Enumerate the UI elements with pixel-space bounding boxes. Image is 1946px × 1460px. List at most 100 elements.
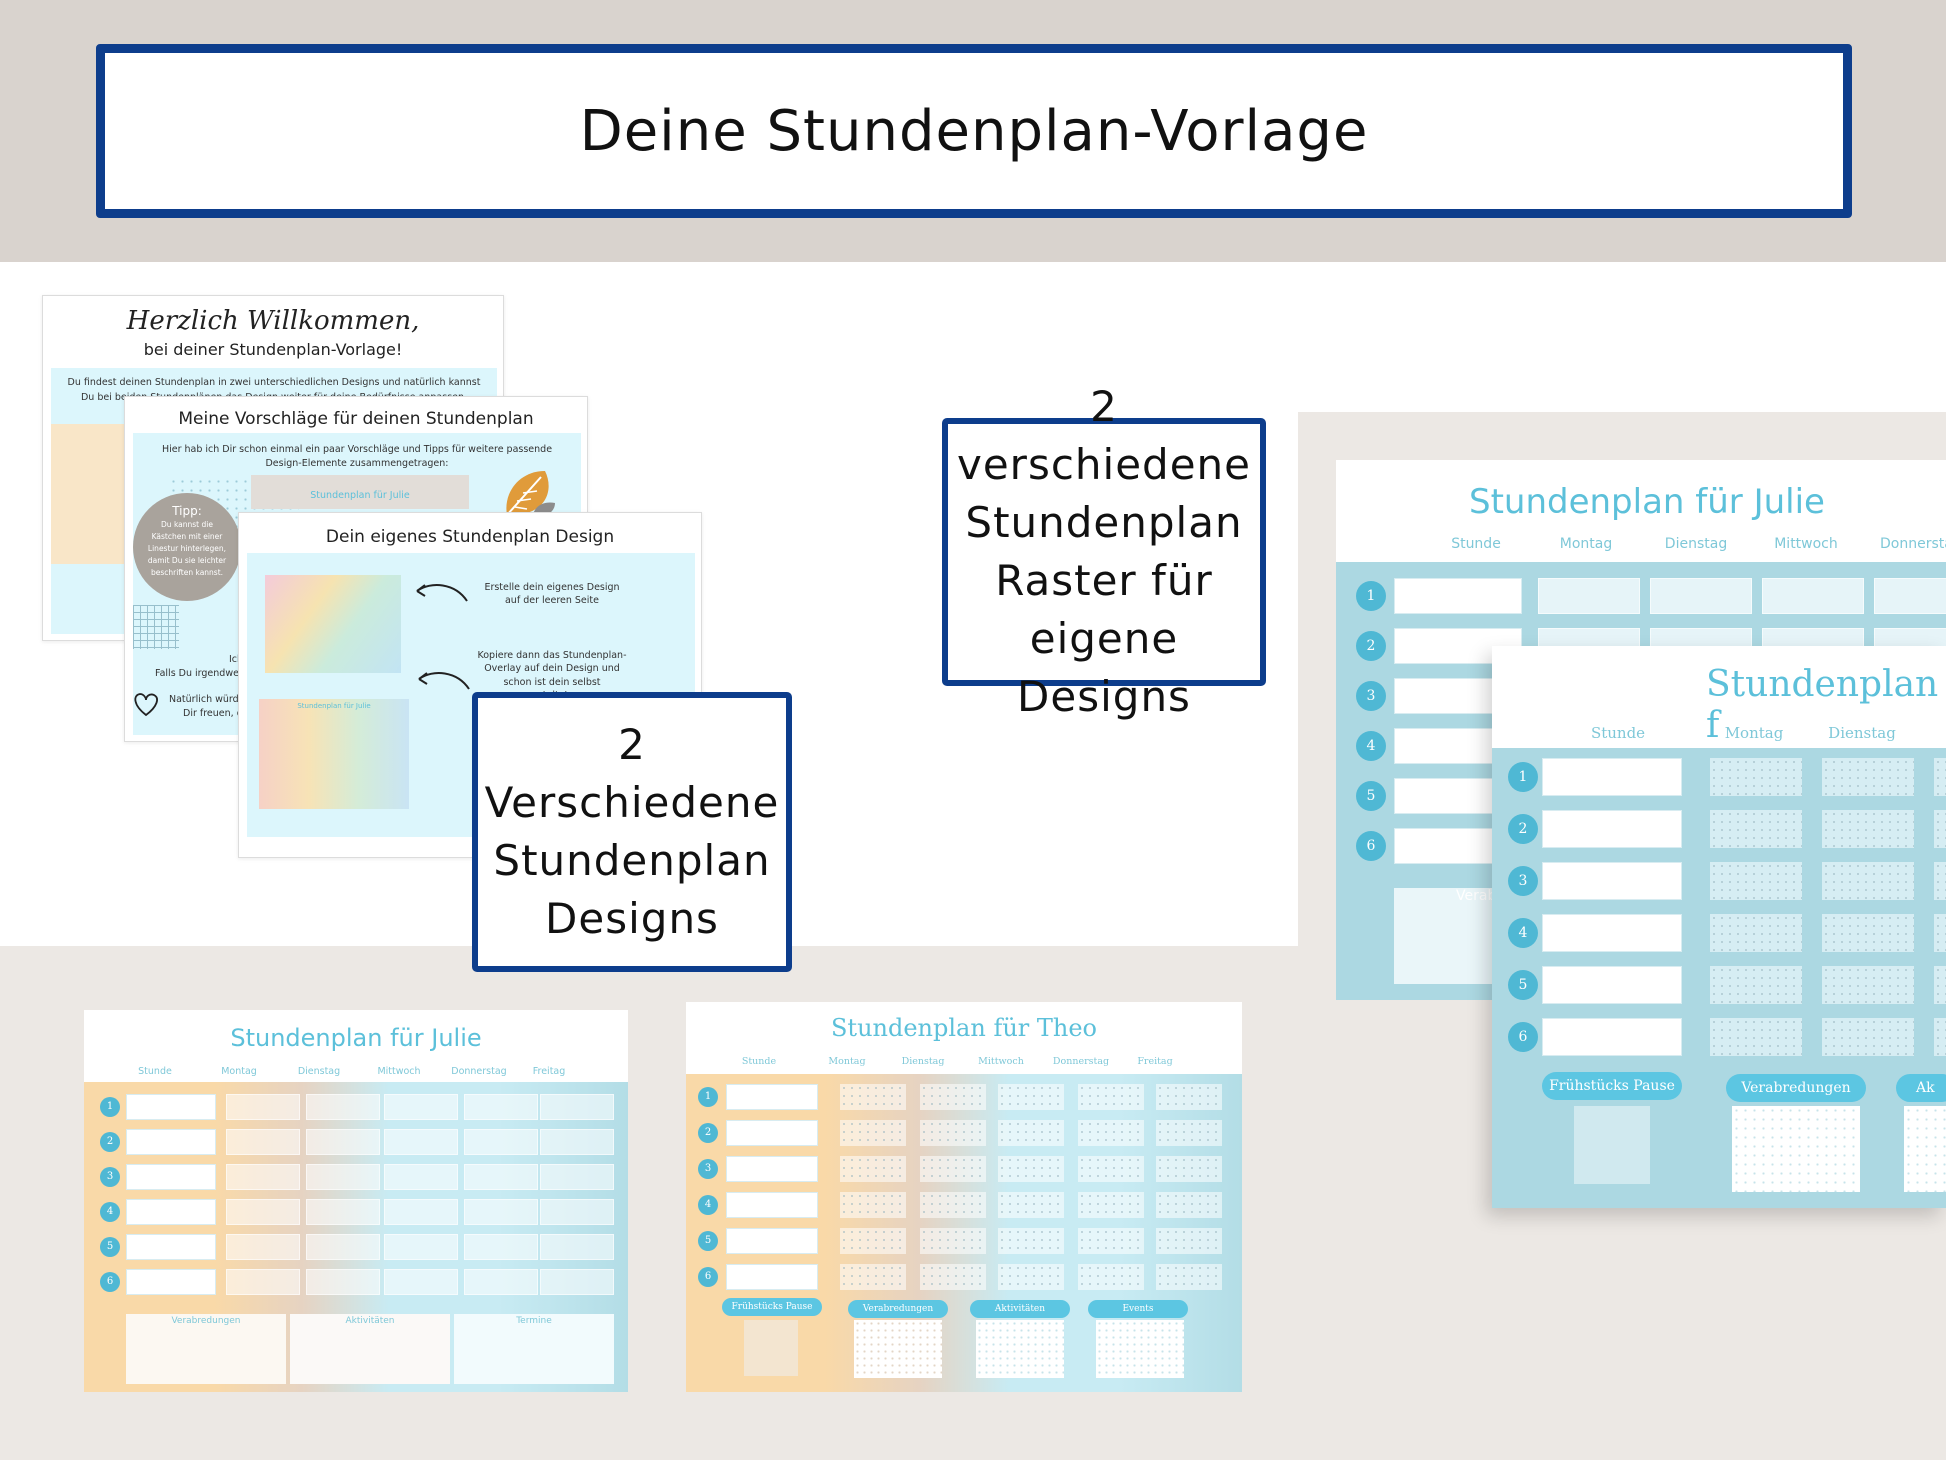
grid-pattern (133, 605, 179, 649)
welcome-subtitle: bei deiner Stundenplan-Vorlage! (143, 340, 403, 359)
theo-pill-pause: Frühstücks Pause (722, 1298, 822, 1316)
julie-cell-2-1 (226, 1129, 300, 1155)
theo-cell-5-3 (998, 1228, 1064, 1254)
theo-hour-slot-4 (726, 1192, 818, 1218)
julie-row-number-6: 6 (100, 1272, 120, 1292)
suggestions-fragment-4: Dir freuen, de (183, 708, 249, 719)
theo-cell-1-2 (920, 1084, 986, 1110)
theo-cell-3-5 (1156, 1156, 1222, 1182)
julie-footer-verabredungen: Verabredungen (171, 1316, 241, 1326)
raster-front-title: Stundenplan f (1706, 664, 1939, 746)
julie-cell-1-5 (540, 1094, 614, 1120)
raster-front-cell-4-2 (1822, 914, 1914, 952)
theo-cell-4-2 (920, 1192, 986, 1218)
julie-cell-2-4 (464, 1129, 538, 1155)
welcome-intro-line-1: Du findest deinen Stundenplan in zwei un… (67, 377, 481, 388)
raster-front-cell-6-3 (1934, 1018, 1946, 1056)
theo-cell-5-2 (920, 1228, 986, 1254)
tip-circle (133, 493, 241, 601)
julie-hour-slot-3 (126, 1164, 216, 1190)
raster-back-footer-box (1394, 888, 1504, 984)
julie-cell-1-1 (226, 1094, 300, 1120)
theo-cell-6-5 (1156, 1264, 1222, 1290)
raster-back-header-donnerstag: Donnersta (1880, 536, 1946, 552)
julie-cell-4-5 (540, 1199, 614, 1225)
theo-cell-2-1 (840, 1120, 906, 1146)
theo-hour-slot-1 (726, 1084, 818, 1110)
watercolor-background (265, 575, 401, 673)
julie-cell-4-2 (306, 1199, 380, 1225)
theo-cell-2-2 (920, 1120, 986, 1146)
welcome-script-title: Herzlich Willkommen, (126, 306, 420, 336)
raster-back-row-number-3: 3 (1356, 681, 1386, 711)
theo-header-3: Dienstag (901, 1056, 945, 1067)
julie-cell-6-4 (464, 1269, 538, 1295)
julie-cell-1-4 (464, 1094, 538, 1120)
julie-cell-3-1 (226, 1164, 300, 1190)
raster-back-row-number-2: 2 (1356, 631, 1386, 661)
raster-front-cell-6-1 (1710, 1018, 1802, 1056)
raster-front-hour-slot-6 (1542, 1018, 1682, 1056)
julie-cell-3-4 (464, 1164, 538, 1190)
julie-hour-slot-1 (126, 1094, 216, 1120)
raster-back-cell-1-2 (1650, 578, 1752, 614)
julie-cell-5-2 (306, 1234, 380, 1260)
raster-front-row-number-5: 5 (1508, 970, 1538, 1000)
julie-cell-6-1 (226, 1269, 300, 1295)
raster-front-pause-box (1574, 1106, 1650, 1184)
theo-pill-events: Events (1088, 1300, 1188, 1318)
theo-hour-slot-3 (726, 1156, 818, 1182)
suggestions-fragment-1: Ich (229, 654, 244, 665)
raster-back-cell-1-3 (1762, 578, 1864, 614)
raster-front-cell-4-3 (1934, 914, 1946, 952)
julie-footer-termine: Termine (516, 1316, 552, 1326)
julie-header-6: Freitag (532, 1066, 566, 1077)
theo-hour-slot-6 (726, 1264, 818, 1290)
julie-cell-2-2 (306, 1129, 380, 1155)
julie-cell-3-5 (540, 1164, 614, 1190)
raster-front-cell-2-1 (1710, 810, 1802, 848)
julie-header-2: Montag (221, 1066, 257, 1077)
julie-hour-slot-2 (126, 1129, 216, 1155)
raster-front-pill-pause: Frühstücks Pause (1542, 1072, 1682, 1100)
theo-header-2: Montag (828, 1056, 866, 1067)
julie-title: Stundenplan für Julie (230, 1024, 482, 1052)
theo-pause-box (744, 1320, 798, 1376)
raster-front-hour-slot-5 (1542, 966, 1682, 1004)
theo-header-4: Mittwoch (978, 1056, 1024, 1067)
theo-pill-aktivitaeten: Aktivitäten (970, 1300, 1070, 1318)
julie-row-number-4: 4 (100, 1202, 120, 1222)
theo-cell-1-1 (840, 1084, 906, 1110)
theo-header-1: Stunde (741, 1056, 777, 1067)
theo-cell-6-1 (840, 1264, 906, 1290)
julie-cell-1-3 (384, 1094, 458, 1120)
raster-front-hour-slot-4 (1542, 914, 1682, 952)
julie-cell-5-4 (464, 1234, 538, 1260)
theo-events-box (1096, 1320, 1184, 1378)
raster-back-header-mittwoch: Mittwoch (1774, 536, 1838, 552)
raster-back-row-number-6: 6 (1356, 831, 1386, 861)
raster-front-pill-verabredungen: Verabredungen (1726, 1074, 1866, 1102)
raster-back-header-dienstag: Dienstag (1664, 536, 1728, 552)
raster-front-header-stunde: Stunde (1590, 724, 1646, 742)
julie-footer-box-2 (290, 1314, 450, 1384)
theo-cell-6-4 (1078, 1264, 1144, 1290)
julie-cell-2-5 (540, 1129, 614, 1155)
theo-cell-2-5 (1156, 1120, 1222, 1146)
julie-cell-3-3 (384, 1164, 458, 1190)
theo-header-6: Freitag (1137, 1056, 1173, 1067)
raster-front-cell-3-2 (1822, 862, 1914, 900)
julie-cell-6-2 (306, 1269, 380, 1295)
julie-footer-box-3 (454, 1314, 614, 1384)
theo-row-number-2: 2 (698, 1123, 718, 1143)
suggestions-mini-title: Stundenplan für Julie (310, 490, 410, 501)
julie-cell-4-1 (226, 1199, 300, 1225)
header-box: Deine Stundenplan-Vorlage (96, 44, 1852, 218)
theo-cell-1-4 (1078, 1084, 1144, 1110)
raster-front-row-number-3: 3 (1508, 866, 1538, 896)
raster-front-cell-1-2 (1822, 758, 1914, 796)
raster-front-row-number-2: 2 (1508, 814, 1538, 844)
